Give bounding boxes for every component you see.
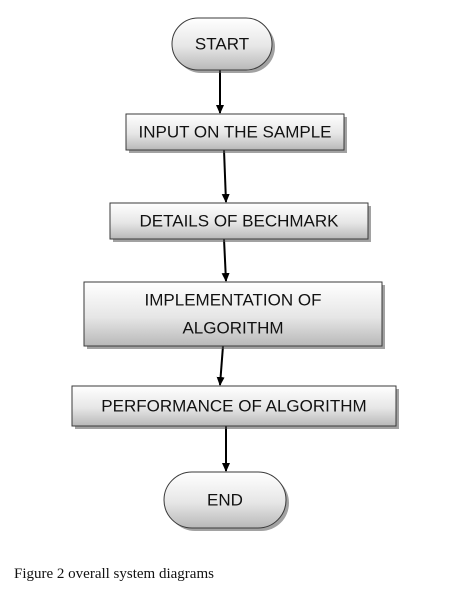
nodes-layer: START INPUT ON THE SAMPLE DETAILS OF BECHM…	[71, 17, 399, 531]
process-box	[83, 281, 383, 347]
node-label: PERFORMANCE OF ALGORITHM	[101, 397, 366, 416]
node-start: START	[171, 17, 275, 73]
terminal-shape	[163, 471, 287, 529]
edges-layer	[216, 70, 230, 472]
process-box	[71, 385, 397, 427]
node-label: INPUT ON THE SAMPLE	[138, 123, 331, 142]
arrow-details-implementation	[221, 238, 230, 282]
node-label: DETAILS OF BECHMARK	[140, 212, 340, 231]
node-input: INPUT ON THE SAMPLE	[125, 113, 347, 153]
figure-caption: Figure 2 overall system diagrams	[14, 566, 214, 582]
node-label: END	[207, 491, 243, 510]
arrow-input-details	[221, 149, 230, 203]
arrow-implementation-performance	[216, 345, 225, 386]
terminal-shape	[171, 17, 273, 71]
flowchart-diagram: START INPUT ON THE SAMPLE DETAILS OF BECHM…	[71, 17, 399, 531]
node-implementation: IMPLEMENTATION OF ALGORITHM	[83, 281, 385, 349]
node-details: DETAILS OF BECHMARK	[109, 202, 371, 242]
node-performance: PERFORMANCE OF ALGORITHM	[71, 385, 399, 429]
node-label: ALGORITHM	[182, 319, 283, 338]
node-label: IMPLEMENTATION OF	[145, 291, 322, 310]
process-box	[109, 202, 369, 240]
process-box	[125, 113, 345, 151]
node-label: START	[195, 35, 249, 54]
node-end: END	[163, 471, 289, 531]
